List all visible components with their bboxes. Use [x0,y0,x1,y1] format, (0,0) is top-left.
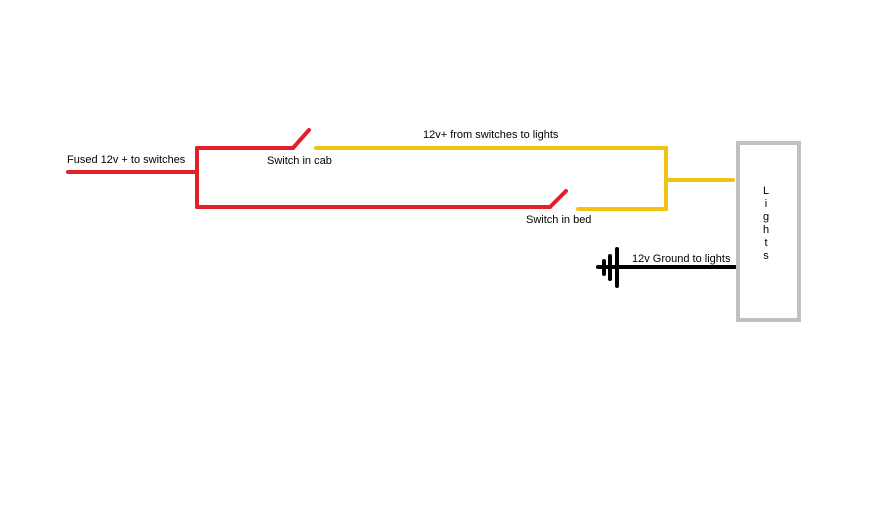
lights-letter: t [764,237,767,249]
lights-box-outline [736,141,801,322]
switch-in-cab [291,128,311,150]
ground-wiring [596,247,737,288]
yellow-switched-wiring [314,146,735,211]
lights-letter: L [763,185,769,197]
ground-symbol-icon [602,247,619,288]
ground-label: 12v Ground to lights [632,253,731,265]
lights-letter: s [763,250,769,262]
lights-letter: h [763,224,769,236]
lights-letter: i [765,198,767,210]
switch-in-bed-label: Switch in bed [526,214,591,226]
lights-letter: g [763,211,769,223]
red-fused-wiring [66,146,552,209]
switch-in-cab-label: Switch in cab [267,155,332,167]
lights-box: L i g h t s [736,141,801,322]
switch-in-bed [548,189,568,209]
bed-switch-blade [548,189,568,209]
switched-feed-label: 12v+ from switches to lights [423,129,559,141]
fused-input-label: Fused 12v + to switches [67,154,186,166]
cab-switch-blade [291,128,311,150]
